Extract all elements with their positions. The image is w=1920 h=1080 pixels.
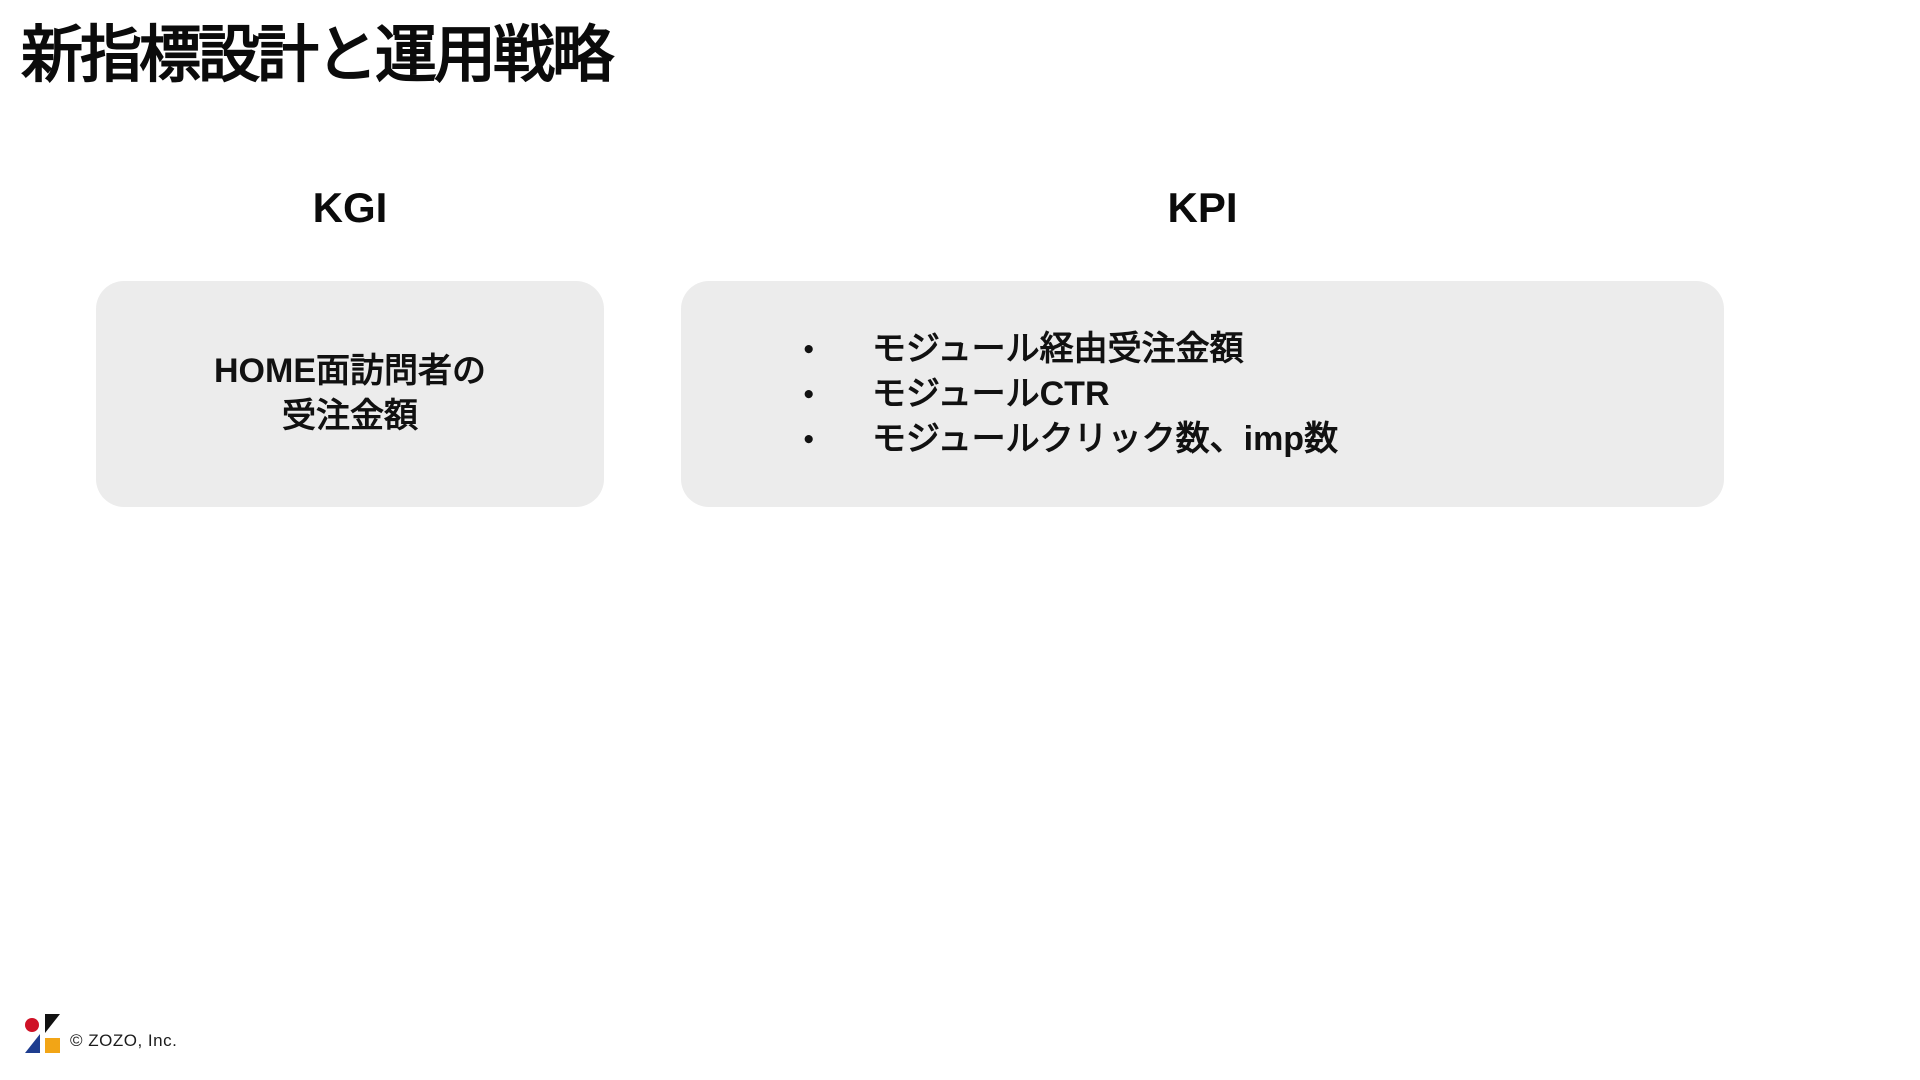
logo-blue-triangle-icon [25,1034,40,1053]
logo-black-triangle-icon [45,1014,60,1033]
kgi-heading: KGI [312,184,388,231]
slide-title: 新指標設計と運用戦略 [21,21,614,90]
logo-yellow-square-icon [45,1038,60,1053]
kpi-list-item: モジュールクリック数、imp数 [803,417,1338,462]
kpi-list-item: モジュール経由受注金額 [803,327,1338,372]
logo-red-circle-icon [25,1018,39,1032]
kgi-text-line-1: HOME面訪問者の [214,352,486,390]
kgi-text-line-2: 受注金額 [282,397,418,435]
zozo-logo [25,1013,61,1054]
copyright-text: © ZOZO, Inc. [70,1031,178,1050]
kpi-card: モジュール経由受注金額 モジュールCTR モジュールクリック数、imp数 [681,281,1724,507]
kpi-heading: KPI [1167,184,1238,231]
kpi-list: モジュール経由受注金額 モジュールCTR モジュールクリック数、imp数 [803,327,1338,462]
kpi-list-item: モジュールCTR [803,372,1338,417]
kgi-card: HOME面訪問者の 受注金額 [96,281,604,507]
